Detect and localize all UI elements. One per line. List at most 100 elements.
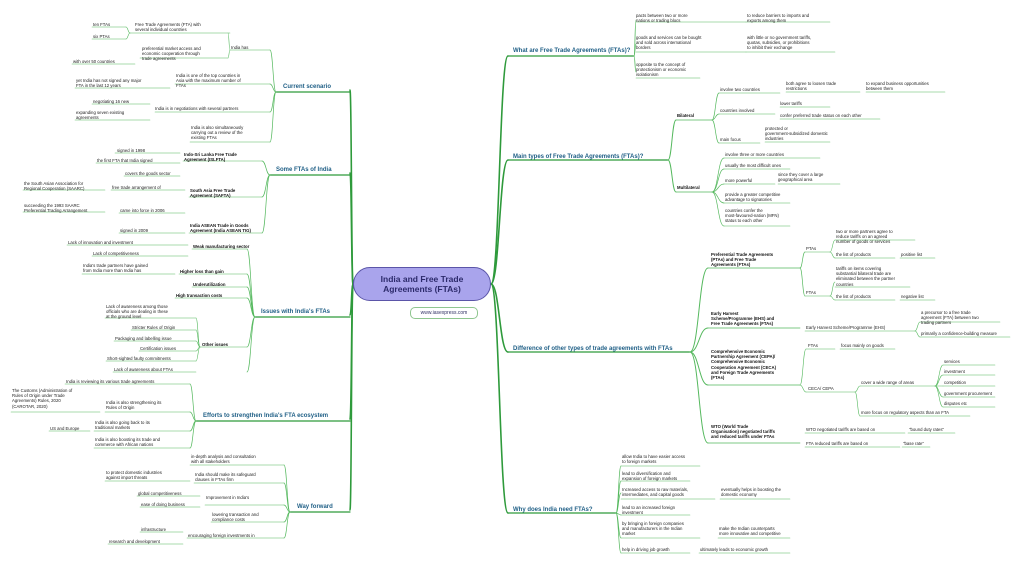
connector-line (799, 348, 807, 386)
node-wto-1: WTO negotiated tariffs are based on (806, 427, 876, 432)
branch-what-are-ftas[interactable]: What are Free Trade Agreements (FTAs)? (513, 48, 631, 54)
branch-efforts[interactable]: Efforts to strengthen India's FTA ecosys… (203, 413, 329, 419)
connector-line (829, 281, 836, 297)
node-issue-7: High transaction costs (176, 293, 223, 298)
node-issue-13: Lack of awareness about FTAs (114, 367, 173, 372)
node-india-has: India has (231, 45, 249, 50)
node-way-9: research and development (109, 539, 160, 544)
connector-line (246, 286, 256, 318)
connector-line (269, 83, 277, 93)
node-why-6: by bringing in foreign companies and man… (622, 521, 684, 537)
node-effort-2: The Customs (Administration of Rules of … (12, 388, 73, 409)
node-mu-5: provide a greater competitive advantage … (725, 192, 781, 203)
node-why-9: ultimately leads to economic growth (700, 547, 769, 552)
node-way-6: ease of doing business (141, 502, 185, 507)
node-effort-5: India is also going back to its traditio… (95, 420, 150, 431)
node-what-1: pacts between two or more nations or tra… (636, 13, 688, 24)
connector-line (189, 383, 197, 422)
area-1: investment (944, 369, 965, 374)
connector-line (689, 351, 709, 444)
connector-line (246, 297, 256, 318)
connector-line (667, 159, 677, 193)
connector-line (349, 283, 354, 511)
connector-line (711, 183, 725, 193)
node-what-4: with little or no government tariffs, qu… (747, 35, 812, 51)
connector-line (854, 385, 861, 393)
branch-main-types[interactable]: Main types of Free Trade Agreements (FTA… (513, 154, 644, 160)
branch-current-scenario[interactable]: Current scenario (283, 84, 332, 90)
node-way-8: infrastructure (141, 527, 167, 532)
connector-line (615, 512, 622, 554)
connector-line (490, 55, 509, 285)
branch-way-forward[interactable]: Way forward (297, 504, 333, 510)
connector-line (615, 465, 622, 514)
connector-line (934, 385, 944, 408)
node-pref-access: preferential market access and economic … (142, 46, 201, 62)
node-fta-3: negative list (901, 294, 924, 299)
connector-line (799, 384, 807, 393)
node-way-2: to protect domestic industries against i… (106, 470, 162, 481)
node-fta-1: tariffs on items covering substantial bi… (836, 266, 896, 287)
node-issue-3: Lack of competitiveness (93, 251, 139, 256)
node-bi-2: both agree to loosen trade restrictions (786, 81, 837, 92)
connector-line (269, 49, 277, 93)
node-sapta: succeeding the 1993 SAARC Preferential T… (24, 203, 88, 214)
node-bi-1: involve two countries (720, 87, 760, 92)
connector-line (711, 92, 720, 121)
connector-line (633, 55, 637, 73)
connector-line (283, 504, 291, 513)
node-ehs-1: Early Harvest Scheme/Programme (EHS) (806, 325, 886, 330)
website-link[interactable]: www.iasexpress.com (410, 307, 478, 319)
connector-line (711, 119, 720, 144)
branch-some-ftas[interactable]: Some FTAs of India (276, 167, 332, 173)
connector-line (261, 174, 271, 198)
node-bi-7: main focus (720, 137, 741, 142)
connector-line (195, 317, 201, 348)
connector-line (125, 32, 131, 40)
connector-line (711, 191, 725, 227)
node-mu-4: since they cover a large geographical ar… (778, 172, 824, 183)
connector-line (189, 420, 197, 449)
branch-difference[interactable]: Difference of other types of trade agree… (513, 346, 673, 352)
connector-line (195, 346, 201, 362)
node-issue-11: Certification issues (140, 346, 177, 351)
connector-line (799, 267, 806, 297)
node-way-7: lowering transaction and compliance cost… (212, 512, 259, 523)
node-issue-10: Packaging and labelling issue (115, 336, 172, 341)
connector-line (667, 119, 677, 161)
node-first-fta: the first FTA that India signed (97, 158, 153, 163)
node-cepa-areas: cover a wide range of areas (861, 380, 915, 385)
node-pta-fta: Preferential Trade Agreements (PTAs) and… (711, 252, 774, 268)
node-mu-3: more powerful (725, 178, 753, 183)
node-cepa-ftas: FTAs (808, 343, 818, 348)
branch-issues[interactable]: Issues with India's FTAs (261, 309, 330, 315)
node-effort-3: India is also strengthening its Rules of… (106, 400, 162, 411)
node-why-7: make the Indian counterparts more innova… (719, 526, 781, 537)
node-fta-2: the list of products (836, 294, 871, 299)
node-saarc: the South Asian Association for Regional… (24, 181, 85, 192)
connector-line (689, 351, 709, 386)
branch-why-india-needs[interactable]: Why does India need FTAs? (513, 507, 593, 513)
node-neg-16: negotiating 16 new (93, 99, 130, 104)
node-wto-4: "base rate" (903, 441, 924, 446)
node-fta-with: Free Trade Agreements (FTA) with several… (135, 22, 201, 33)
central-topic: India and Free Trade Agreements (FTAs) (353, 267, 491, 301)
node-issue-1: Lack of innovation and investment (68, 240, 133, 245)
node-cepa: Comprehensive Economic Partnership Agree… (711, 349, 777, 381)
connector-line (490, 283, 509, 353)
node-effort-4: US and Europe (50, 426, 80, 431)
node-over-50: with over 50 countries (73, 59, 115, 64)
connector-line (269, 91, 277, 143)
node-why-3: Increased access to raw materials, inter… (622, 487, 689, 498)
node-ehs: Early Harvest Scheme/Programme (EHS) and… (711, 311, 775, 327)
node-issue-2: Weak manufacturing sector (193, 244, 250, 249)
node-mu-6: countries confer the most-favoured-natio… (725, 208, 779, 224)
node-why-4: eventually helps in boosting the domesti… (721, 487, 781, 498)
node-bi-8: protected or government-subsidized domes… (765, 126, 828, 142)
connector-line (227, 49, 231, 59)
node-expand-7: expanding seven existing agreements (76, 110, 125, 121)
area-3: government procurement (944, 391, 993, 396)
node-wto-2: "bound duty rates" (909, 427, 945, 432)
node-why-8: help in driving job growth (622, 547, 670, 552)
connector-line (490, 283, 509, 514)
